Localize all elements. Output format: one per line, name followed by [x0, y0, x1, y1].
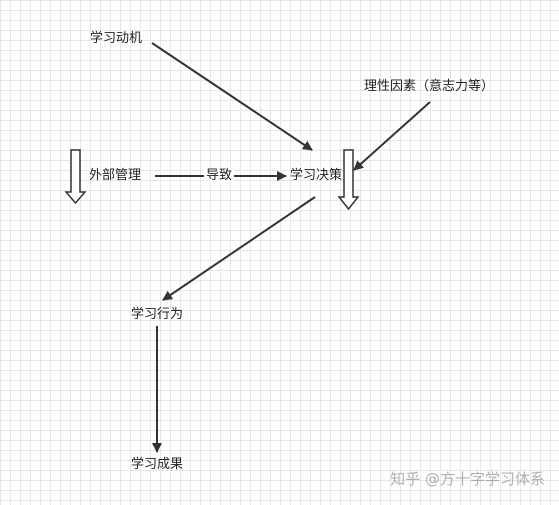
node-decision: 学习决策: [290, 168, 343, 183]
node-motivation: 学习动机: [90, 31, 143, 46]
edge-label-leads-to: 导致: [204, 168, 235, 184]
node-behavior: 学习行为: [131, 307, 184, 322]
edge-motivation-to-decision: [151, 42, 313, 151]
hollow-down-arrow-icon: [337, 149, 360, 211]
node-rational: 理性因素（意志力等）: [364, 79, 495, 94]
node-outcome: 学习成果: [131, 457, 184, 472]
hollow-down-arrow-icon: [64, 149, 87, 205]
edge-decision-to-behavior: [162, 196, 316, 301]
node-external: 外部管理: [89, 168, 142, 183]
watermark: 知乎 @方十字学习体系: [390, 470, 545, 488]
edge-rational-to-decision: [353, 101, 431, 171]
